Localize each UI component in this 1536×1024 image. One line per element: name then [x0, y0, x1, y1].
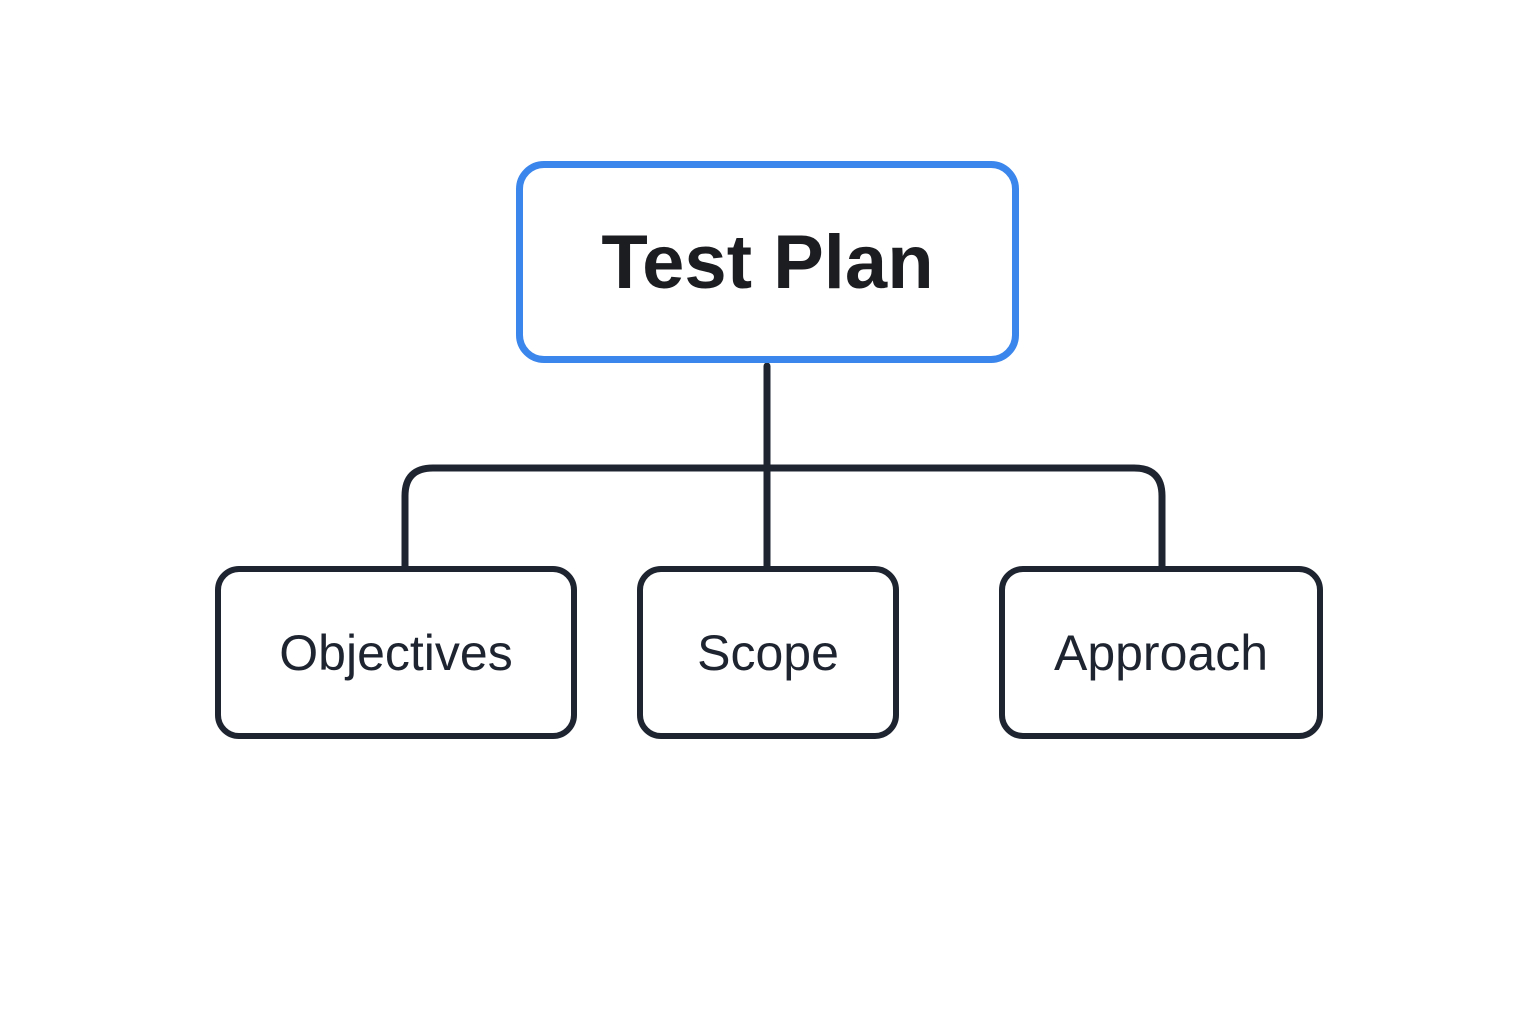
child-node-label: Scope	[697, 624, 839, 681]
child-node-label: Approach	[1053, 624, 1269, 681]
root-node-test-plan: Test Plan	[516, 161, 1019, 363]
child-node-label: Objectives	[279, 624, 513, 681]
root-node-label: Test Plan	[601, 219, 934, 305]
child-node-approach: Approach	[999, 566, 1323, 739]
child-node-objectives: Objectives	[215, 566, 577, 739]
branch-connector	[401, 464, 1166, 570]
child-node-scope: Scope	[637, 566, 899, 739]
